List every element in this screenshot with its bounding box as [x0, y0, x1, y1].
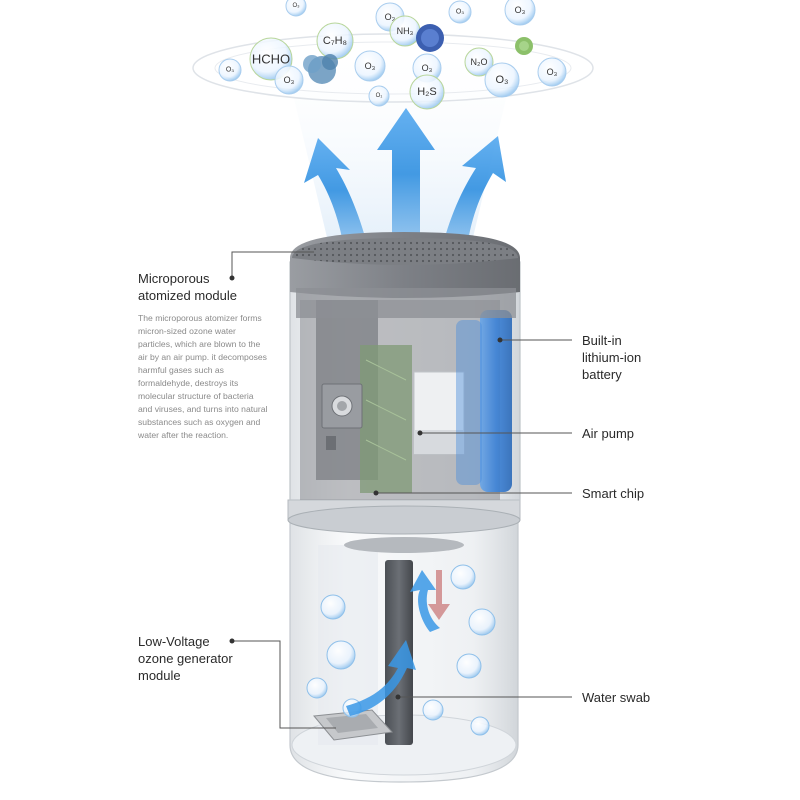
water-bubble	[456, 653, 482, 679]
air-pump-label: Air pump	[582, 426, 635, 441]
leader-dots	[229, 275, 503, 700]
molecule-bubble: O₃	[537, 57, 567, 87]
molecule-label: HCHO	[252, 52, 290, 67]
molecule-bubble: O₃	[448, 0, 472, 24]
molecule-label: O₃	[284, 75, 295, 85]
spore-icon	[515, 37, 533, 55]
molecule-label: C₇H₈	[323, 35, 347, 47]
molecule-bubble: H₂S	[409, 74, 445, 110]
atomizer-title-line1: Microporous	[138, 271, 210, 286]
molecule-label: O₃	[226, 67, 234, 74]
smart-chip-label: Smart chip	[582, 486, 645, 501]
atomizer-title-line2: atomized module	[138, 288, 237, 303]
molecule-label: O₃	[422, 63, 433, 73]
molecule-bubble: N₂O	[464, 47, 494, 77]
orbit-ring	[214, 41, 572, 95]
molecule-bubble: O₃	[484, 62, 520, 98]
water-bubble	[422, 699, 444, 721]
atomizer-module-title: Microporous atomized module	[138, 270, 237, 304]
flow-arrow-up-lower	[346, 640, 416, 716]
generator-label-line1: Low-Voltage	[138, 634, 210, 649]
molecule-label: H₂S	[417, 86, 437, 98]
upper-housing	[289, 261, 521, 501]
molecule-label: O₁	[376, 93, 383, 99]
generator-label-line3: module	[138, 668, 181, 683]
leader-lines	[231, 251, 572, 729]
molecule-label: O₃	[547, 67, 558, 77]
molecule-bubble: O₃	[218, 58, 242, 82]
virus-icon	[416, 24, 444, 52]
water-bubble	[468, 608, 496, 636]
ozone-generator-plate	[313, 709, 394, 741]
battery-label-line2: lithium-ion	[582, 350, 642, 365]
molecule-label: O₃	[385, 12, 396, 22]
molecule-label: NH₃	[397, 26, 414, 36]
bacteria-icon	[303, 54, 338, 84]
battery-label-line1: Built-in	[582, 333, 622, 348]
molecule-label: O₃	[515, 5, 526, 15]
water-bubbles	[306, 564, 496, 736]
molecule-bubble: O₃	[504, 0, 536, 26]
device-collar	[287, 499, 521, 553]
water-swab-label: Water swab	[582, 690, 651, 705]
molecule-bubble: NH₃	[389, 15, 421, 47]
water-bubble	[450, 564, 476, 590]
molecule-bubble: C₇H₈	[316, 22, 354, 60]
molecule-bubble: O₃	[274, 65, 304, 95]
flow-arrow-up-upper	[410, 570, 440, 632]
water-bubble	[320, 594, 346, 620]
molecule-bubble: O₃	[354, 50, 386, 82]
molecule-bubble: O₃	[285, 0, 307, 17]
ozone-generator-label: Low-Voltage ozone generator module	[138, 633, 233, 684]
battery-label: Built-in lithium-ion battery	[582, 332, 641, 383]
air-flow-arrows	[304, 108, 506, 255]
battery-cell	[480, 310, 512, 492]
atomizer-cap	[290, 232, 520, 318]
battery-label-line3: battery	[582, 367, 622, 382]
water-bubble	[306, 677, 328, 699]
molecule-label: N₂O	[471, 57, 488, 67]
molecule-label: O₃	[495, 74, 508, 86]
flow-arrow-down	[428, 570, 450, 620]
molecule-label: O₃	[456, 9, 464, 16]
molecule-label: O₃	[292, 3, 300, 9]
atomizer-description: The microporous atomizer forms micron-si…	[138, 313, 268, 440]
water-bubble	[470, 716, 490, 736]
molecule-label: O₃	[365, 61, 376, 71]
generator-label-line2: ozone generator	[138, 651, 233, 666]
water-bubble	[326, 640, 356, 670]
molecule-bubble: O₁	[368, 85, 390, 107]
